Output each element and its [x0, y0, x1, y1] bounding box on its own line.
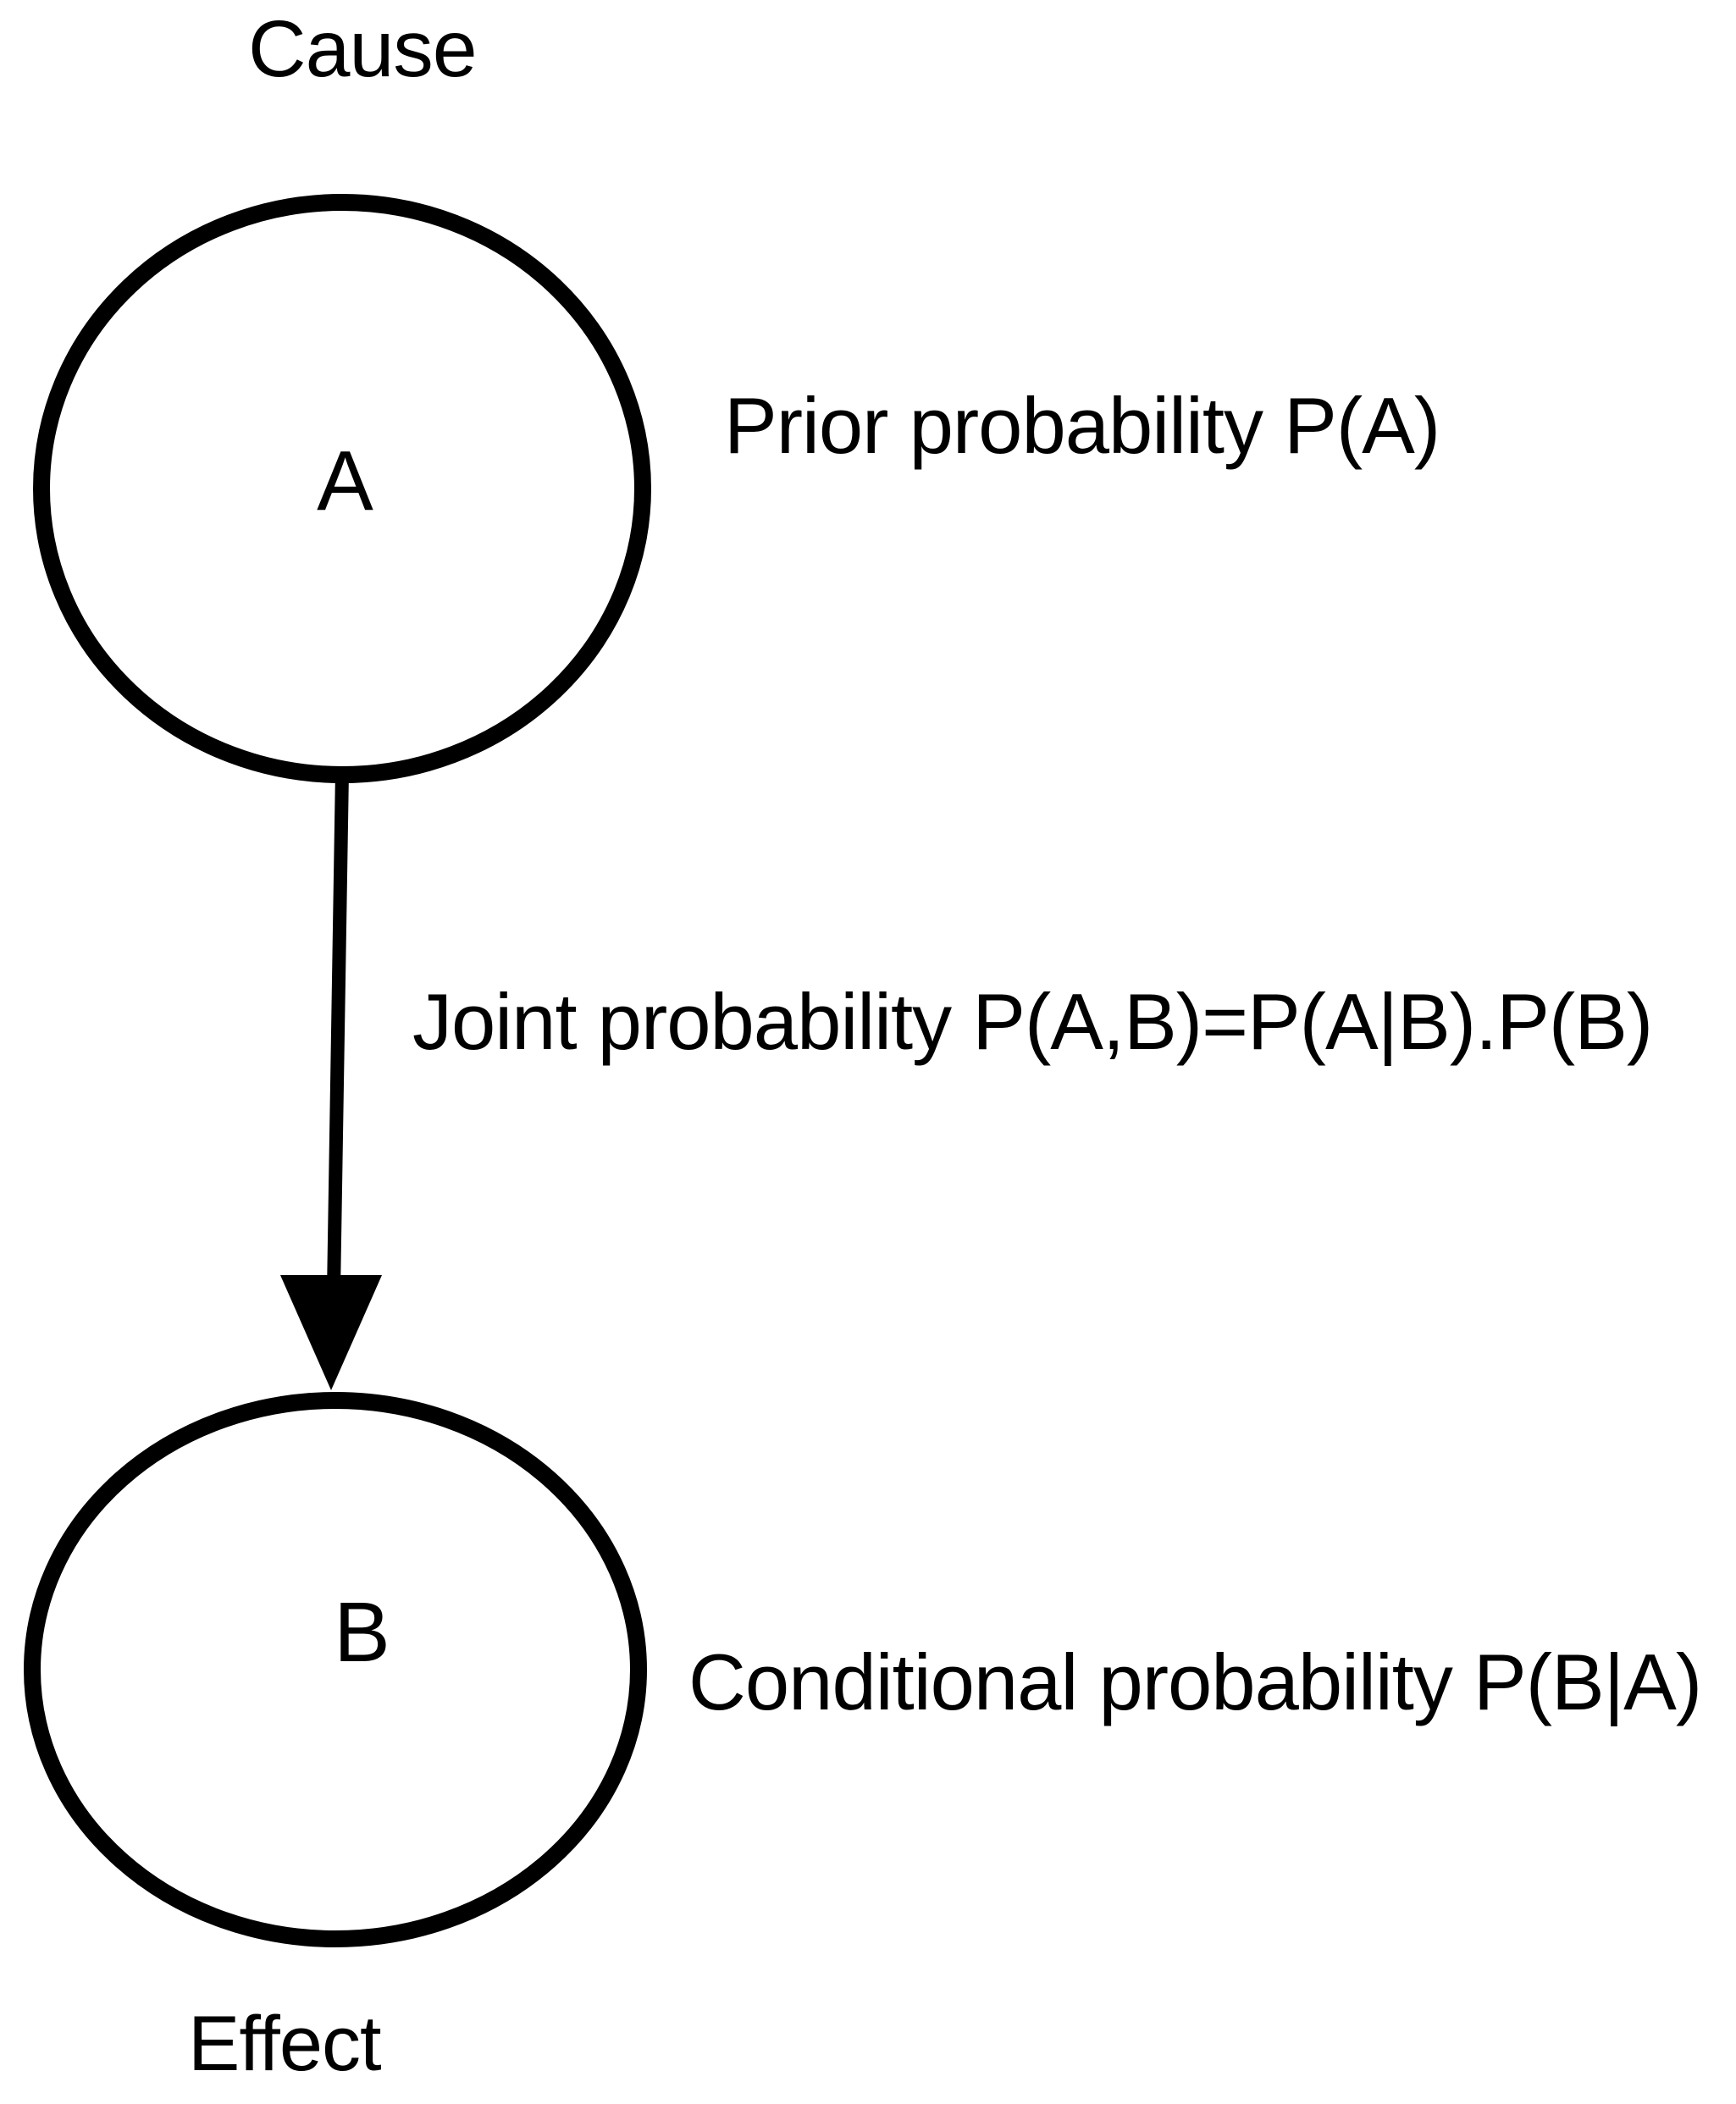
conditional-probability-annotation: Conditional probability P(B|A) [688, 1637, 1702, 1726]
joint-probability-edge-label: Joint probability P(A,B)=P(A|B).P(B) [412, 977, 1653, 1066]
prior-probability-annotation: Prior probability P(A) [724, 381, 1440, 470]
cause-caption: Cause [248, 4, 478, 94]
effect-caption: Effect [188, 2001, 382, 2087]
arrowhead-icon [280, 1275, 382, 1390]
node-b-circle [24, 1392, 647, 1947]
edge-a-to-b-line [327, 771, 349, 1293]
node-a-label: A [317, 434, 373, 528]
node-b-label: B [334, 1585, 390, 1680]
